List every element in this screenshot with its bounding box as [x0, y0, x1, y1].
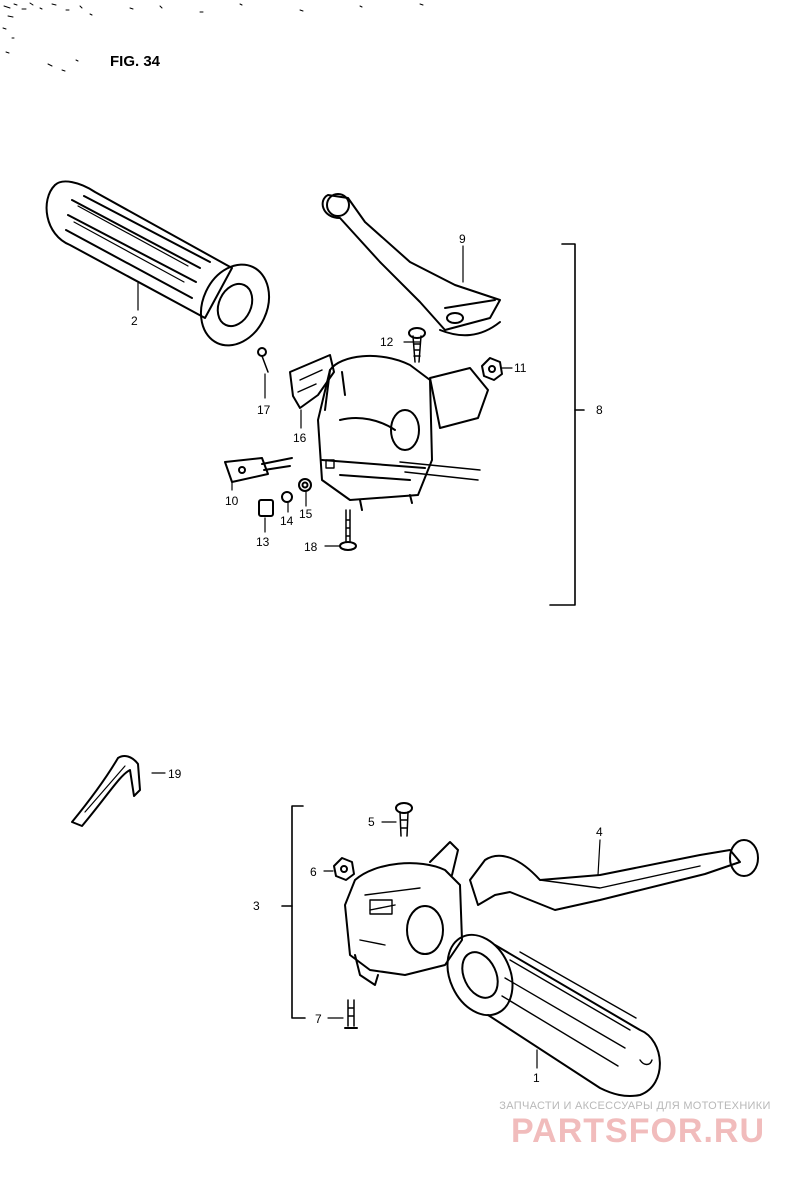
- callout-13: 13: [256, 535, 270, 549]
- scan-noise: [2, 2, 424, 72]
- part-8-switch-housing: [317, 354, 489, 511]
- bracket-3: [281, 805, 306, 1019]
- part-7-screw: [344, 999, 358, 1029]
- bracket-8: [549, 243, 585, 606]
- callout-9: 9: [459, 232, 466, 246]
- callout-4: 4: [596, 825, 603, 839]
- callout-17: 17: [257, 403, 271, 417]
- callout-14: 14: [280, 514, 294, 528]
- part-17-screw: [257, 347, 269, 373]
- callout-6: 6: [310, 865, 317, 879]
- callout-18: 18: [304, 540, 318, 554]
- part-12-screw: [408, 327, 426, 363]
- part-13-cap: [258, 499, 274, 517]
- callout-19: 19: [168, 767, 182, 781]
- part-9-lever: [321, 193, 501, 337]
- callout-12: 12: [380, 335, 394, 349]
- part-6-nut: [333, 857, 355, 881]
- part-10-connector: [224, 457, 293, 483]
- callout-7: 7: [315, 1012, 322, 1026]
- watermark-logo: PARTSFOR.RU: [510, 1112, 766, 1150]
- callout-numbers: 2 9 12 11 8 17 16 10 13 14 15 18 19 5 6 …: [131, 232, 603, 1085]
- callout-1: 1: [533, 1071, 540, 1085]
- callout-11: 11: [514, 361, 527, 375]
- part-3-switch-housing: [344, 841, 463, 986]
- figure-title: FIG. 34: [110, 53, 161, 70]
- part-18-screw: [339, 509, 357, 551]
- callout-16: 16: [293, 431, 307, 445]
- part-11-nut: [481, 357, 503, 381]
- watermark-tagline: ЗАПЧАСТИ И АКСЕССУАРЫ ДЛЯ МОТОТЕХНИКИ: [499, 1100, 771, 1112]
- callout-2: 2: [131, 314, 138, 328]
- callout-15: 15: [299, 507, 313, 521]
- part-1-grip: [446, 933, 661, 1098]
- callout-5: 5: [368, 815, 375, 829]
- part-19-cable: [71, 755, 141, 827]
- part-4-lever: [469, 839, 759, 911]
- part-16-knob: [289, 354, 335, 409]
- part-14-spring: [281, 491, 293, 503]
- part-2-grip: [45, 180, 271, 347]
- part-15-ball: [298, 478, 312, 492]
- leader-lines: [137, 245, 601, 1069]
- callout-3: 3: [253, 899, 260, 913]
- callout-8: 8: [596, 403, 603, 417]
- part-5-screw: [395, 802, 413, 837]
- callout-10: 10: [225, 494, 239, 508]
